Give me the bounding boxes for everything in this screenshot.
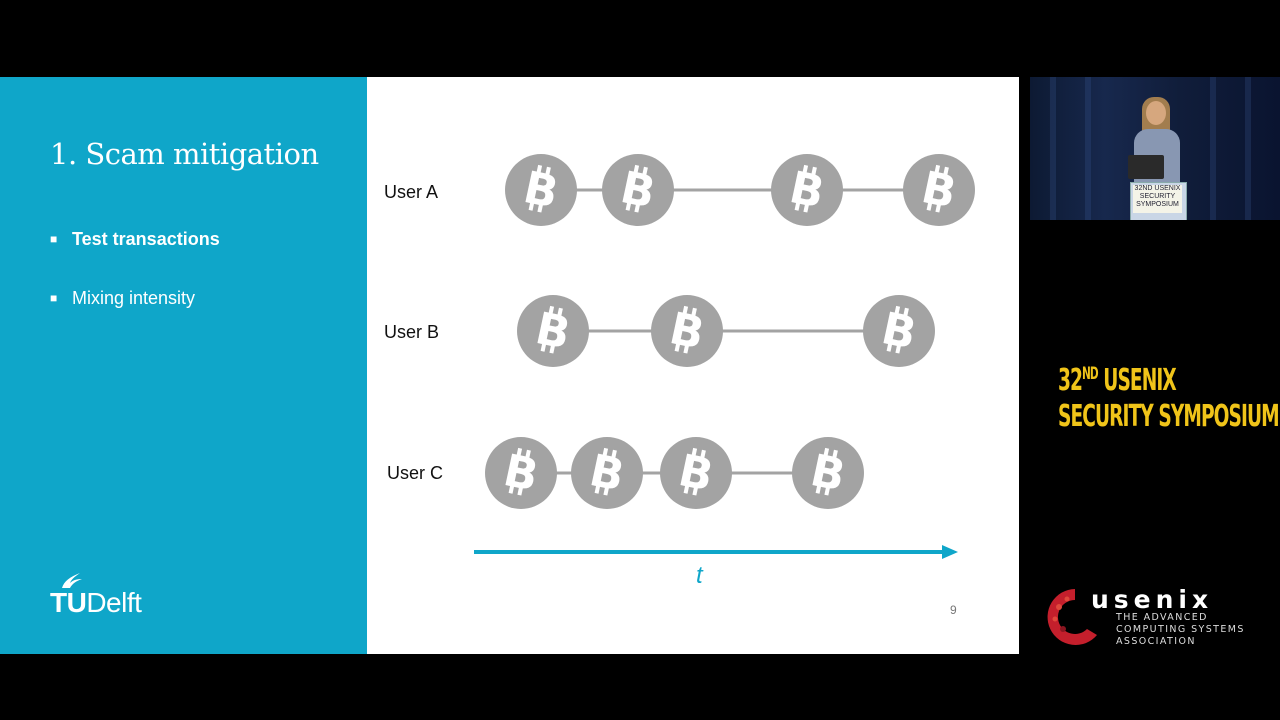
usenix-emblem-icon xyxy=(1047,589,1097,645)
slide-title: 1. Scam mitigation xyxy=(50,137,319,171)
flame-icon xyxy=(62,573,82,588)
bitcoin-icon xyxy=(792,437,864,509)
time-axis-label: t xyxy=(696,562,703,589)
bullet-text: Test transactions xyxy=(72,229,220,249)
logo-text-delft: Delft xyxy=(86,587,142,618)
time-axis-arrow xyxy=(474,545,958,559)
usenix-logo: usenix THE ADVANCED COMPUTING SYSTEMS AS… xyxy=(1045,585,1275,655)
speaker-video-feed: 32ND USENIX SECURITY SYMPOSIUM xyxy=(1030,77,1280,220)
bullet-text: Mixing intensity xyxy=(72,288,196,308)
conference-edition-suffix: ND xyxy=(1082,364,1099,384)
bitcoin-icon xyxy=(602,154,674,226)
slide-sidebar-panel: 1. Scam mitigation ■ Test transactions ■ M… xyxy=(0,77,367,654)
usenix-tagline: THE ADVANCED COMPUTING SYSTEMS ASSOCIATI… xyxy=(1116,612,1245,647)
bitcoin-icon xyxy=(771,154,843,226)
usenix-wordmark: usenix xyxy=(1091,585,1214,614)
bitcoin-icon xyxy=(485,437,557,509)
bitcoin-icon xyxy=(651,295,723,367)
conference-name: SECURITY SYMPOSIUM xyxy=(1058,399,1280,434)
user-b-label: User B xyxy=(384,322,440,342)
transaction-timeline-diagram: B xyxy=(474,154,975,559)
tudelft-logo: TUDelft xyxy=(50,571,180,619)
conference-edition-number: 32 xyxy=(1058,363,1083,398)
bitcoin-icon xyxy=(517,295,589,367)
user-c-label: User C xyxy=(387,463,444,483)
bullet-marker-icon: ■ xyxy=(50,291,58,305)
conference-title: 32ND USENIX SECURITY SYMPOSIUM xyxy=(1058,356,1280,435)
user-b-timeline xyxy=(517,295,935,367)
laptop-icon xyxy=(1128,155,1164,179)
logo-text-tu: TU xyxy=(50,587,87,618)
user-a-timeline xyxy=(505,154,975,226)
bitcoin-icon xyxy=(660,437,732,509)
user-c-timeline xyxy=(485,437,864,509)
bullet-marker-icon: ■ xyxy=(50,232,58,246)
presentation-slide: 1. Scam mitigation ■ Test transactions ■ M… xyxy=(0,77,1019,654)
bitcoin-icon xyxy=(903,154,975,226)
slide-page-number: 9 xyxy=(950,603,957,617)
podium-sign: 32ND USENIX SECURITY SYMPOSIUM xyxy=(1133,185,1182,213)
bullet-mixing-intensity: ■ Mixing intensity xyxy=(50,288,195,309)
bitcoin-icon xyxy=(505,154,577,226)
bitcoin-icon xyxy=(571,437,643,509)
bitcoin-icon xyxy=(863,295,935,367)
conference-org: USENIX xyxy=(1097,363,1176,398)
user-a-label: User A xyxy=(384,182,439,202)
bullet-test-transactions: ■ Test transactions xyxy=(50,229,220,250)
